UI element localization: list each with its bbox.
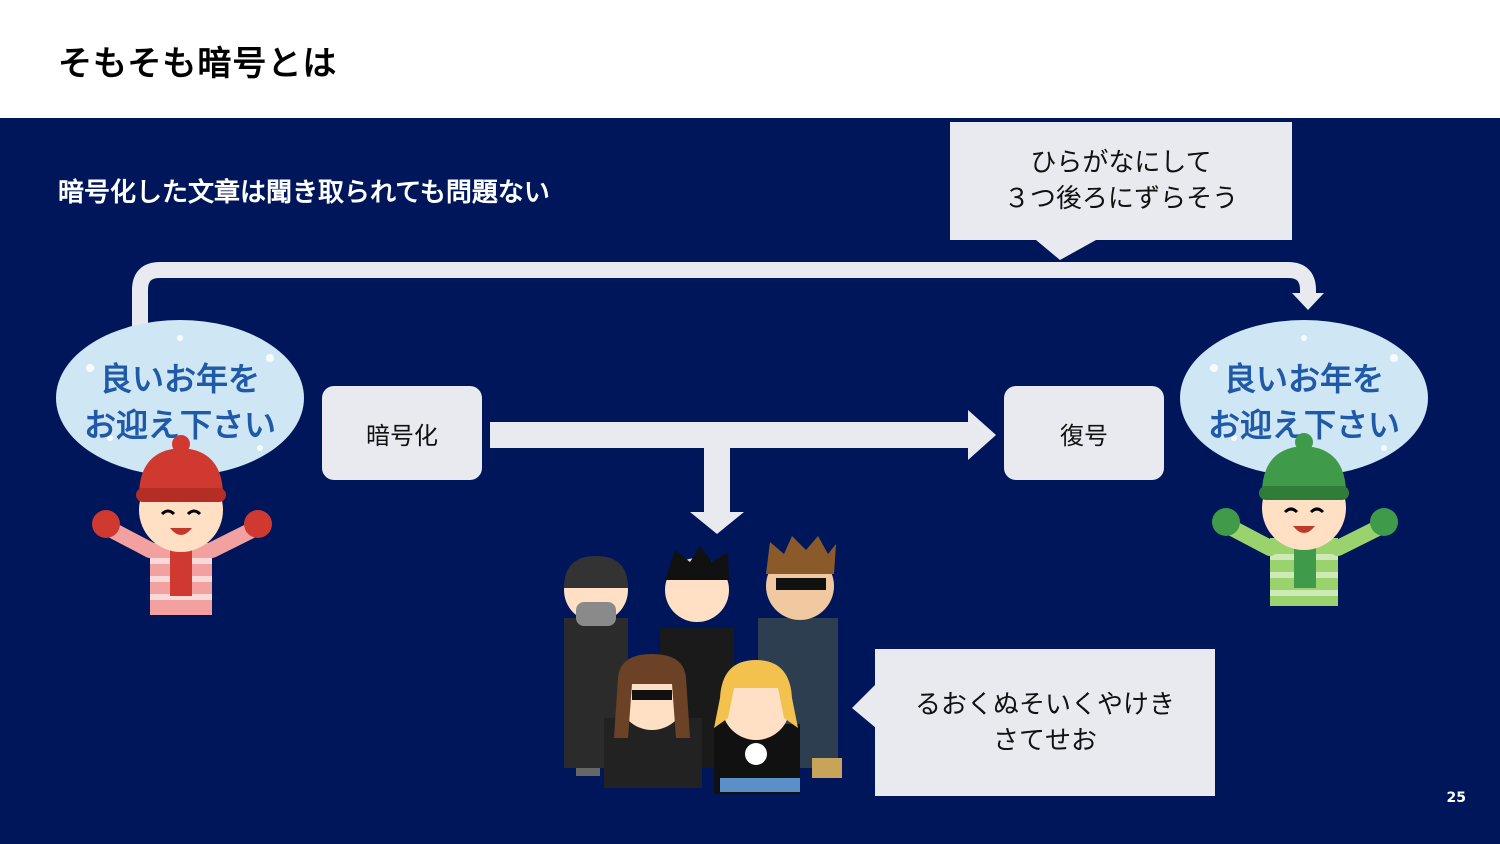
encrypt-box: 暗号化 [322, 386, 482, 480]
encrypt-to-decrypt-arrowhead [968, 410, 996, 460]
encrypt-label: 暗号化 [366, 421, 438, 450]
plan-bubble-line2: ３つ後ろにずらそう [1003, 184, 1239, 214]
top-route-arrowhead [1292, 293, 1324, 310]
top-route-arrow [132, 262, 1316, 326]
decrypt-label: 復号 [1060, 421, 1108, 450]
intercept-arrow [704, 436, 730, 514]
cipher-bubble: るおくぬそいくやけき さてせお [875, 649, 1215, 796]
header: そもそも暗号とは [0, 0, 1500, 118]
plan-bubble: ひらがなにして ３つ後ろにずらそう [950, 122, 1292, 240]
receiver-illustration: 良いお年を お迎え下さい [1180, 320, 1428, 606]
sender-sign-line1: 良いお年を [100, 360, 260, 398]
intercept-arrowhead [690, 512, 744, 534]
content-panel: 暗号化した文章は聞き取られても問題ない 良いお年を お迎え下さい [0, 118, 1500, 844]
cipher-bubble-line2: さてせお [992, 725, 1097, 756]
receiver-sign-line1: 良いお年を [1224, 360, 1384, 398]
subtitle: 暗号化した文章は聞き取られても問題ない [58, 178, 550, 208]
page-number: 25 [1446, 790, 1466, 806]
diagram-graphics: 良いお年を お迎え下さい [56, 240, 1428, 794]
cipher-bubble-tail [852, 684, 876, 728]
plan-bubble-line1: ひらがなにして [1030, 148, 1212, 178]
plan-bubble-tail [1036, 240, 1096, 260]
sender-illustration: 良いお年を お迎え下さい [56, 320, 304, 615]
page-title: そもそも暗号とは [58, 44, 338, 84]
eavesdroppers-illustration [564, 536, 842, 794]
cipher-bubble-line1: るおくぬそいくやけき [914, 689, 1175, 720]
decrypt-box: 復号 [1004, 386, 1164, 480]
